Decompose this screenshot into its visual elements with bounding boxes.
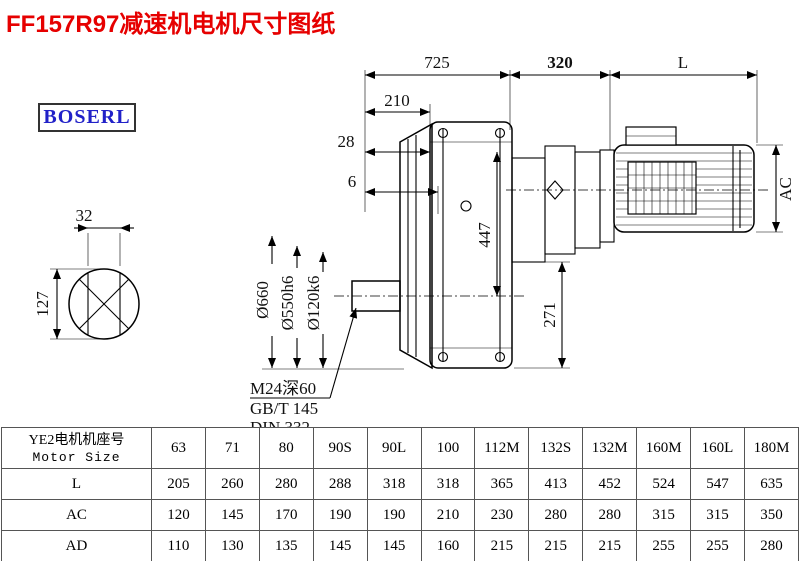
value-cell: 280 (582, 499, 638, 531)
table-row-L: L 205 260 280 288 318 318 365 413 452 52… (1, 468, 800, 500)
value-cell: 120 (151, 499, 206, 531)
ac-dimension: AC (756, 144, 795, 233)
value-cell: 210 (420, 499, 476, 531)
row-label: AC (1, 499, 152, 531)
centerlines (334, 189, 770, 297)
table-row-AC: AC 120 145 170 190 190 210 230 280 280 3… (1, 499, 800, 531)
table-row-AD: AD 110 130 135 145 145 160 215 215 215 2… (1, 530, 800, 561)
size-cell: 180M (743, 427, 800, 469)
value-cell: 190 (366, 499, 422, 531)
diameter-dimensions: Ø660 Ø550h6 Ø120k6 (253, 236, 404, 370)
value-cell: 215 (582, 530, 638, 561)
dim-L: L (678, 53, 688, 72)
value-cell: 110 (151, 530, 206, 561)
dim-271: 271 (540, 302, 559, 328)
size-cell: 63 (151, 427, 206, 469)
table-header-motor-size: YE2电机机座号 Motor Size (1, 427, 152, 469)
value-cell: 190 (312, 499, 368, 531)
output-flange (399, 122, 433, 370)
dim-d120: Ø120k6 (304, 276, 323, 331)
size-cell: 132S (528, 427, 584, 469)
size-cell: 100 (420, 427, 476, 469)
dim-447: 447 (475, 222, 494, 248)
value-cell: 145 (366, 530, 422, 561)
page-title: FF157R97减速机电机尺寸图纸 (6, 11, 336, 38)
value-cell: 170 (258, 499, 314, 531)
note-thread: M24深60 (250, 379, 316, 398)
value-cell: 160 (420, 530, 476, 561)
value-cell: 255 (690, 530, 745, 561)
value-cell: 315 (690, 499, 745, 531)
motor-size-table: YE2电机机座号 Motor Size 63 71 80 90S 90L 100… (1, 427, 800, 561)
size-cell: 112M (474, 427, 530, 469)
header-en: Motor Size (32, 449, 121, 465)
size-cell: 71 (204, 427, 260, 469)
value-cell: 413 (528, 468, 584, 500)
value-cell: 452 (582, 468, 638, 500)
vertical-dimensions: 447 271 (475, 152, 570, 369)
shaft-notes: M24深60 GB/T 145 DIN 332 (250, 307, 358, 427)
motor-frame (613, 144, 755, 233)
brand-logo-text: BOSERL (43, 106, 131, 128)
header-cn: YE2电机机座号 (28, 432, 125, 448)
size-cell: 80 (258, 427, 314, 469)
value-cell: 135 (258, 530, 314, 561)
value-cell: 145 (312, 530, 368, 561)
dim-28: 28 (338, 132, 355, 151)
dim-320: 320 (547, 53, 573, 72)
note-gbt: GB/T 145 (250, 399, 318, 418)
gearbox-body (351, 121, 615, 370)
value-cell: 215 (474, 530, 530, 561)
dim-d550: Ø550h6 (278, 276, 297, 331)
value-cell: 547 (690, 468, 745, 500)
value-cell: 130 (204, 530, 260, 561)
dim-AC: AC (776, 177, 795, 201)
value-cell: 255 (636, 530, 692, 561)
dim-32: 32 (76, 206, 93, 225)
value-cell: 230 (474, 499, 530, 531)
value-cell: 280 (258, 468, 314, 500)
value-cell: 318 (366, 468, 422, 500)
row-label: L (1, 468, 152, 500)
dim-210: 210 (384, 91, 410, 110)
note-din: DIN 332 (250, 418, 310, 427)
size-cell: 90S (312, 427, 368, 469)
row-label: AD (1, 530, 152, 561)
size-cell: 90L (366, 427, 422, 469)
value-cell: 635 (743, 468, 800, 500)
value-cell: 215 (528, 530, 584, 561)
technical-drawing: 725 320 L 210 28 6 (33, 53, 795, 427)
value-cell: 288 (312, 468, 368, 500)
value-cell: 280 (528, 499, 584, 531)
diamond-mark (546, 180, 564, 200)
table-header-row: YE2电机机座号 Motor Size 63 71 80 90S 90L 100… (1, 427, 800, 469)
dim-6: 6 (348, 172, 357, 191)
value-cell: 260 (204, 468, 260, 500)
dim-d660: Ø660 (253, 281, 272, 319)
value-cell: 318 (420, 468, 476, 500)
size-cell: 160M (636, 427, 692, 469)
size-cell: 160L (690, 427, 745, 469)
value-cell: 524 (636, 468, 692, 500)
value-cell: 350 (743, 499, 800, 531)
value-cell: 205 (151, 468, 206, 500)
dim-725: 725 (424, 53, 450, 72)
value-cell: 315 (636, 499, 692, 531)
value-cell: 280 (743, 530, 800, 561)
value-cell: 365 (474, 468, 530, 500)
value-cell: 145 (204, 499, 260, 531)
motor-body (613, 126, 755, 233)
brand-logo: BOSERL (38, 103, 136, 132)
left-shaft-view: 32 127 (33, 206, 140, 340)
dim-127: 127 (33, 291, 52, 317)
top-dimensions: 725 320 L 210 28 6 (338, 53, 758, 214)
shaft-end-circle (68, 268, 140, 340)
size-cell: 132M (582, 427, 638, 469)
